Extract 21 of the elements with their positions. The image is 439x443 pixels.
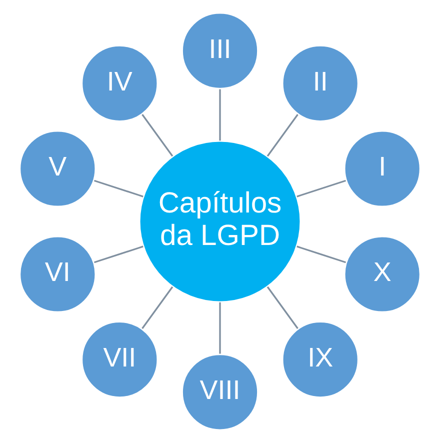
connector (93, 246, 143, 264)
node-circle: VII (80, 320, 158, 399)
connector (266, 286, 298, 329)
connector (93, 180, 143, 198)
node-circle: I (342, 129, 422, 208)
connector (141, 286, 173, 329)
connector (218, 89, 220, 141)
node-circle: III (180, 12, 259, 90)
connector (266, 114, 298, 157)
connector (141, 114, 173, 157)
node-circle: X (342, 234, 422, 314)
node-circle: IX (280, 320, 360, 399)
node-circle: VI (18, 234, 96, 314)
node-circle: II (280, 44, 360, 123)
node-circle: V (18, 129, 96, 208)
node-circle: Capítulos da LGPD (138, 140, 302, 304)
connector (296, 180, 346, 198)
node-circle: IV (80, 44, 158, 123)
connector (218, 302, 220, 354)
node-circle: VIII (180, 352, 259, 432)
connector (296, 246, 346, 264)
